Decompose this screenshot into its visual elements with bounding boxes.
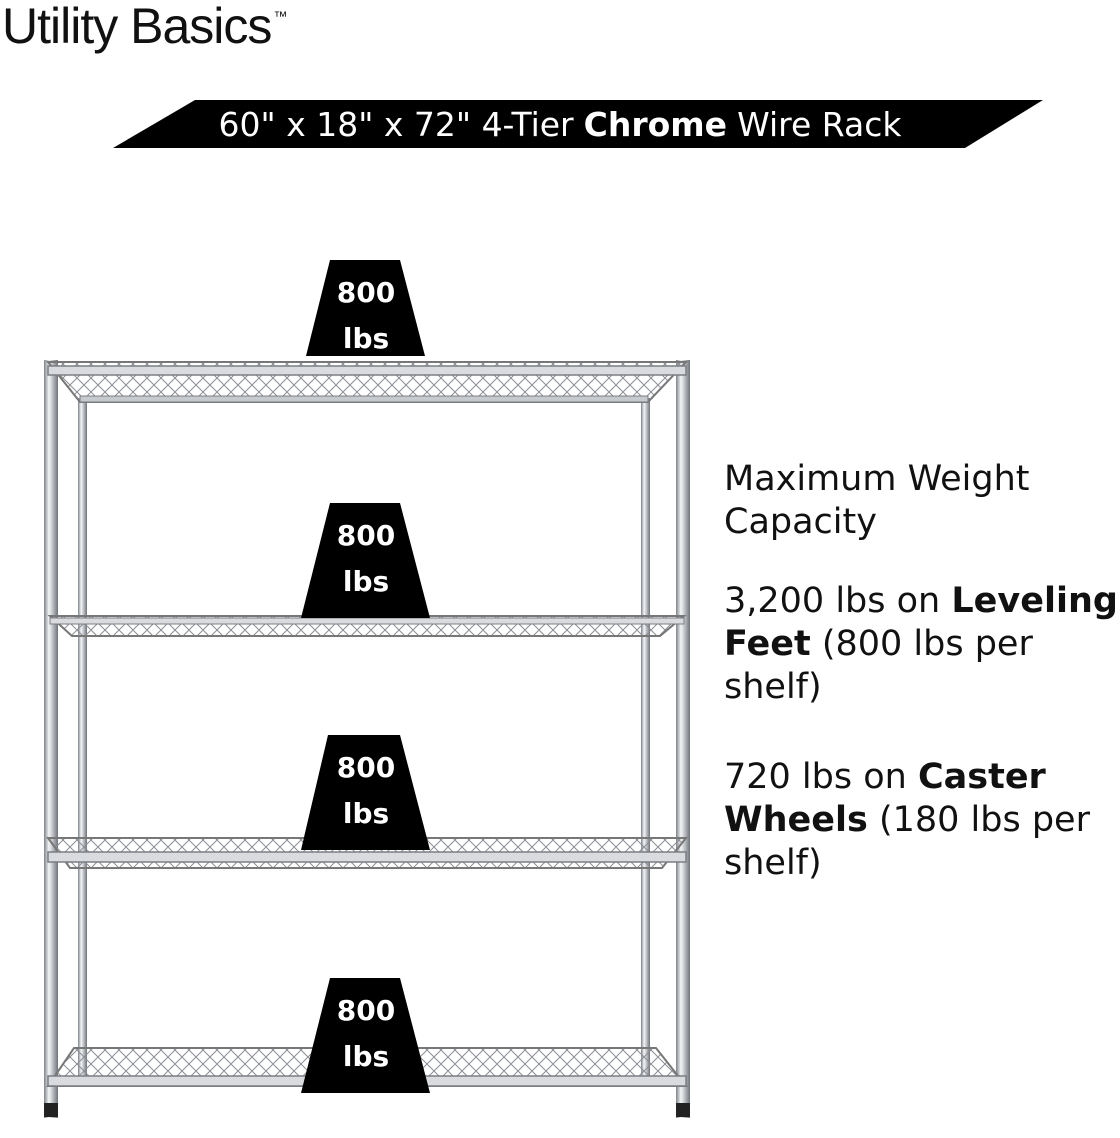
banner-text-dimensions: 60" x 18" x 72" 4-Tier [218, 104, 574, 144]
weight-badge-2 [301, 503, 430, 618]
weight-label-2: 800 lbs [296, 513, 436, 605]
capacity-heading-line2: Capacity [724, 502, 877, 542]
title-banner: 60" x 18" x 72" 4-Tier Chrome Wire Rack [0, 96, 1120, 152]
left-foot [44, 1103, 58, 1117]
capacity-heading-line1: Maximum Weight [724, 459, 1030, 499]
weight-value: 800 [336, 519, 396, 552]
caster-bold-2: Wheels [724, 800, 868, 840]
trademark-symbol: ™ [273, 8, 287, 24]
front-left-post [44, 360, 58, 1118]
weight-unit: lbs [342, 565, 390, 598]
weight-badge-1 [306, 260, 425, 356]
caster-prefix: 720 lbs on [724, 757, 918, 797]
leveling-feet-capacity: 3,200 lbs on Leveling Feet (800 lbs per … [724, 580, 1120, 709]
banner-text-material: Chrome [583, 104, 728, 144]
back-left-post [78, 398, 87, 1083]
weight-badge-4 [301, 978, 430, 1093]
right-foot [676, 1103, 690, 1117]
caster-suffix-1: (180 lbs per [867, 800, 1090, 840]
weight-badge-3 [301, 735, 430, 850]
weight-unit: lbs [342, 1040, 390, 1073]
weight-unit: lbs [342, 797, 390, 830]
banner-background [113, 100, 1043, 148]
leveling-suffix-1: (800 lbs per [810, 624, 1033, 664]
weight-value: 800 [336, 276, 396, 309]
leveling-bold-1: Leveling [951, 581, 1118, 621]
banner-title: 60" x 18" x 72" 4-Tier Chrome Wire Rack [0, 96, 1120, 152]
shelf-3 [46, 837, 689, 869]
front-right-post [676, 360, 690, 1118]
leveling-suffix-2: shelf) [724, 667, 822, 707]
weight-label-1: 800 lbs [296, 270, 436, 362]
leveling-prefix: 3,200 lbs on [724, 581, 952, 621]
caster-wheels-capacity: 720 lbs on Caster Wheels (180 lbs per sh… [724, 756, 1120, 885]
shelf-2 [47, 615, 687, 637]
capacity-heading: Maximum Weight Capacity [724, 458, 1120, 544]
weight-label-4: 800 lbs [296, 988, 436, 1080]
banner-text-product: Wire Rack [737, 104, 902, 144]
back-right-post [641, 398, 650, 1083]
caster-bold-1: Caster [917, 757, 1046, 797]
weight-label-3: 800 lbs [296, 745, 436, 837]
brand-name: Utility Basics [2, 0, 272, 54]
weight-value: 800 [336, 751, 396, 784]
caster-suffix-2: shelf) [724, 843, 822, 883]
weight-value: 800 [336, 994, 396, 1027]
weight-unit: lbs [342, 322, 390, 355]
shelf-1 [45, 361, 689, 403]
leveling-bold-2: Feet [724, 624, 811, 664]
